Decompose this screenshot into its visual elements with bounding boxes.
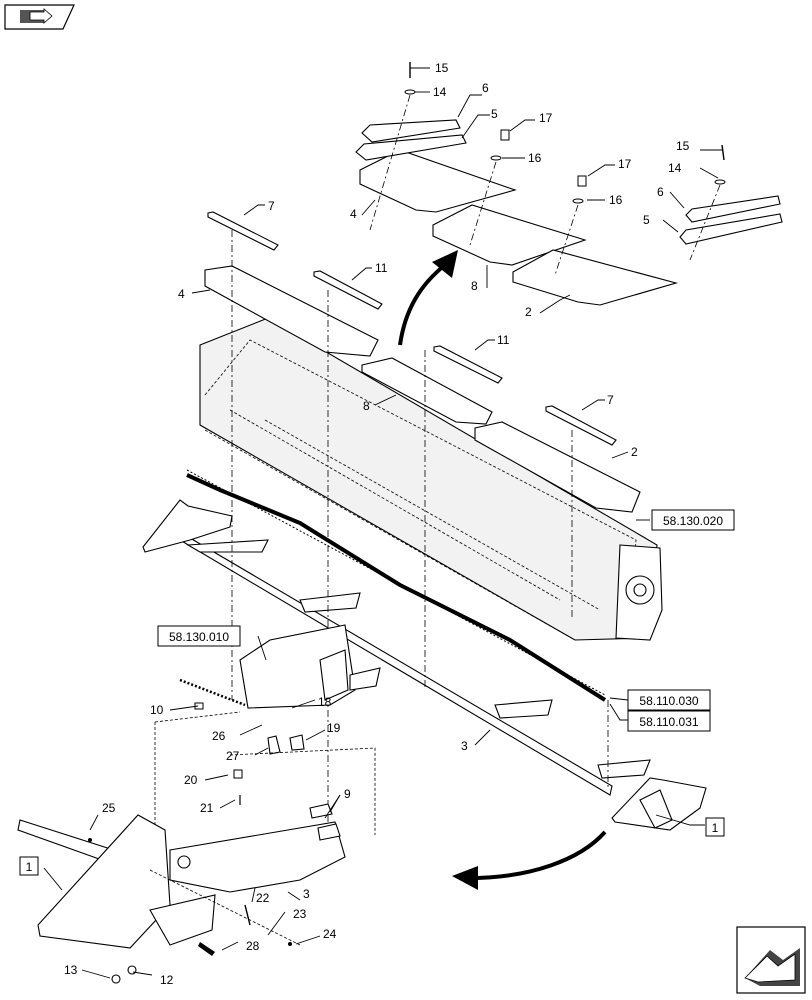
callout-26: 26 — [212, 729, 226, 743]
leader-lines — [43, 67, 722, 979]
callout-27: 27 — [226, 749, 240, 763]
strip-11-lower — [433, 345, 503, 384]
callout-8-top: 8 — [471, 279, 478, 293]
callout-15-top: 15 — [435, 61, 449, 75]
cover-2-exploded — [512, 249, 679, 306]
cover-8-lower — [361, 357, 493, 425]
callout-4-lower: 4 — [178, 287, 185, 301]
callout-13: 13 — [64, 963, 78, 977]
ref-58-130-020[interactable]: 58.130.020 — [651, 509, 735, 531]
strip-7-lower — [545, 405, 617, 446]
ref-box-1-right-label: 1 — [712, 821, 719, 835]
callout-24: 24 — [323, 927, 337, 941]
header-frame — [199, 317, 663, 641]
callout-15-right: 15 — [676, 139, 690, 153]
callout-23: 23 — [293, 907, 307, 921]
left-divider-lower — [17, 814, 346, 949]
bracket-6-5-left — [355, 119, 467, 161]
callout-5-right: 5 — [643, 213, 650, 227]
callout-3-right: 3 — [461, 739, 468, 753]
callout-14-right: 14 — [668, 161, 682, 175]
callout-21: 21 — [200, 801, 214, 815]
ref-58-110-030-label: 58.110.030 — [639, 694, 698, 708]
callout-2-top: 2 — [525, 305, 532, 319]
callout-7-lower: 7 — [607, 393, 614, 407]
curved-arrow-up — [398, 250, 458, 346]
ref-box-1-right[interactable]: 1 — [705, 817, 725, 837]
ref-58-130-010-label: 58.130.010 — [169, 630, 229, 644]
callout-11-upper: 11 — [375, 261, 388, 275]
alignment-lines — [231, 94, 721, 860]
ref-box-1-left[interactable]: 1 — [19, 856, 39, 876]
callout-3-left: 3 — [303, 887, 310, 901]
ref-58-110-031-label: 58.110.031 — [639, 715, 698, 729]
cover-2-lower — [474, 421, 641, 513]
left-divider-upper — [142, 499, 233, 553]
callout-5-top: 5 — [491, 107, 498, 121]
ref-58-130-020-label: 58.130.020 — [663, 514, 723, 528]
ref-58-130-010[interactable]: 58.130.010 — [157, 625, 241, 647]
callout-11-lower: 11 — [497, 333, 510, 347]
callout-2-lower: 2 — [631, 445, 638, 459]
ref-58-110-030[interactable]: 58.110.030 — [627, 689, 711, 711]
next-page-arrow-icon[interactable] — [736, 926, 806, 994]
ref-58-110-031[interactable]: 58.110.031 — [627, 710, 711, 732]
callout-17-right: 17 — [618, 157, 632, 171]
sickle-knife — [186, 469, 607, 702]
callout-16-right: 16 — [609, 193, 623, 207]
strip-11-upper — [313, 270, 383, 310]
callout-22: 22 — [256, 891, 270, 905]
callout-4-top: 4 — [350, 207, 357, 221]
callout-25: 25 — [102, 801, 116, 815]
callout-10: 10 — [150, 703, 164, 717]
callout-6-top: 6 — [482, 81, 489, 95]
callout-16-left: 16 — [528, 151, 542, 165]
hardware-lower — [88, 803, 341, 984]
callout-17-left: 17 — [539, 111, 553, 125]
bracket-6-5-right — [679, 195, 783, 245]
hardware-top — [404, 62, 726, 204]
callout-8-lower: 8 — [363, 399, 370, 413]
right-divider — [611, 777, 707, 831]
callout-12: 12 — [160, 973, 174, 987]
callout-6-right: 6 — [657, 185, 664, 199]
callout-28: 28 — [246, 939, 260, 953]
detail-58-130-010 — [154, 624, 381, 850]
ref-box-1-left-label: 1 — [26, 860, 33, 874]
callout-18: 18 — [318, 695, 332, 709]
book-arrow-icon[interactable] — [4, 4, 75, 30]
callout-7-upper: 7 — [268, 199, 275, 213]
callout-9: 9 — [344, 787, 351, 801]
callout-14-top: 14 — [433, 85, 447, 99]
curved-arrow-down — [452, 830, 607, 890]
strip-7-upper — [207, 211, 279, 251]
cover-8-exploded — [432, 204, 587, 266]
callout-20: 20 — [184, 773, 198, 787]
callout-19: 19 — [327, 721, 341, 735]
